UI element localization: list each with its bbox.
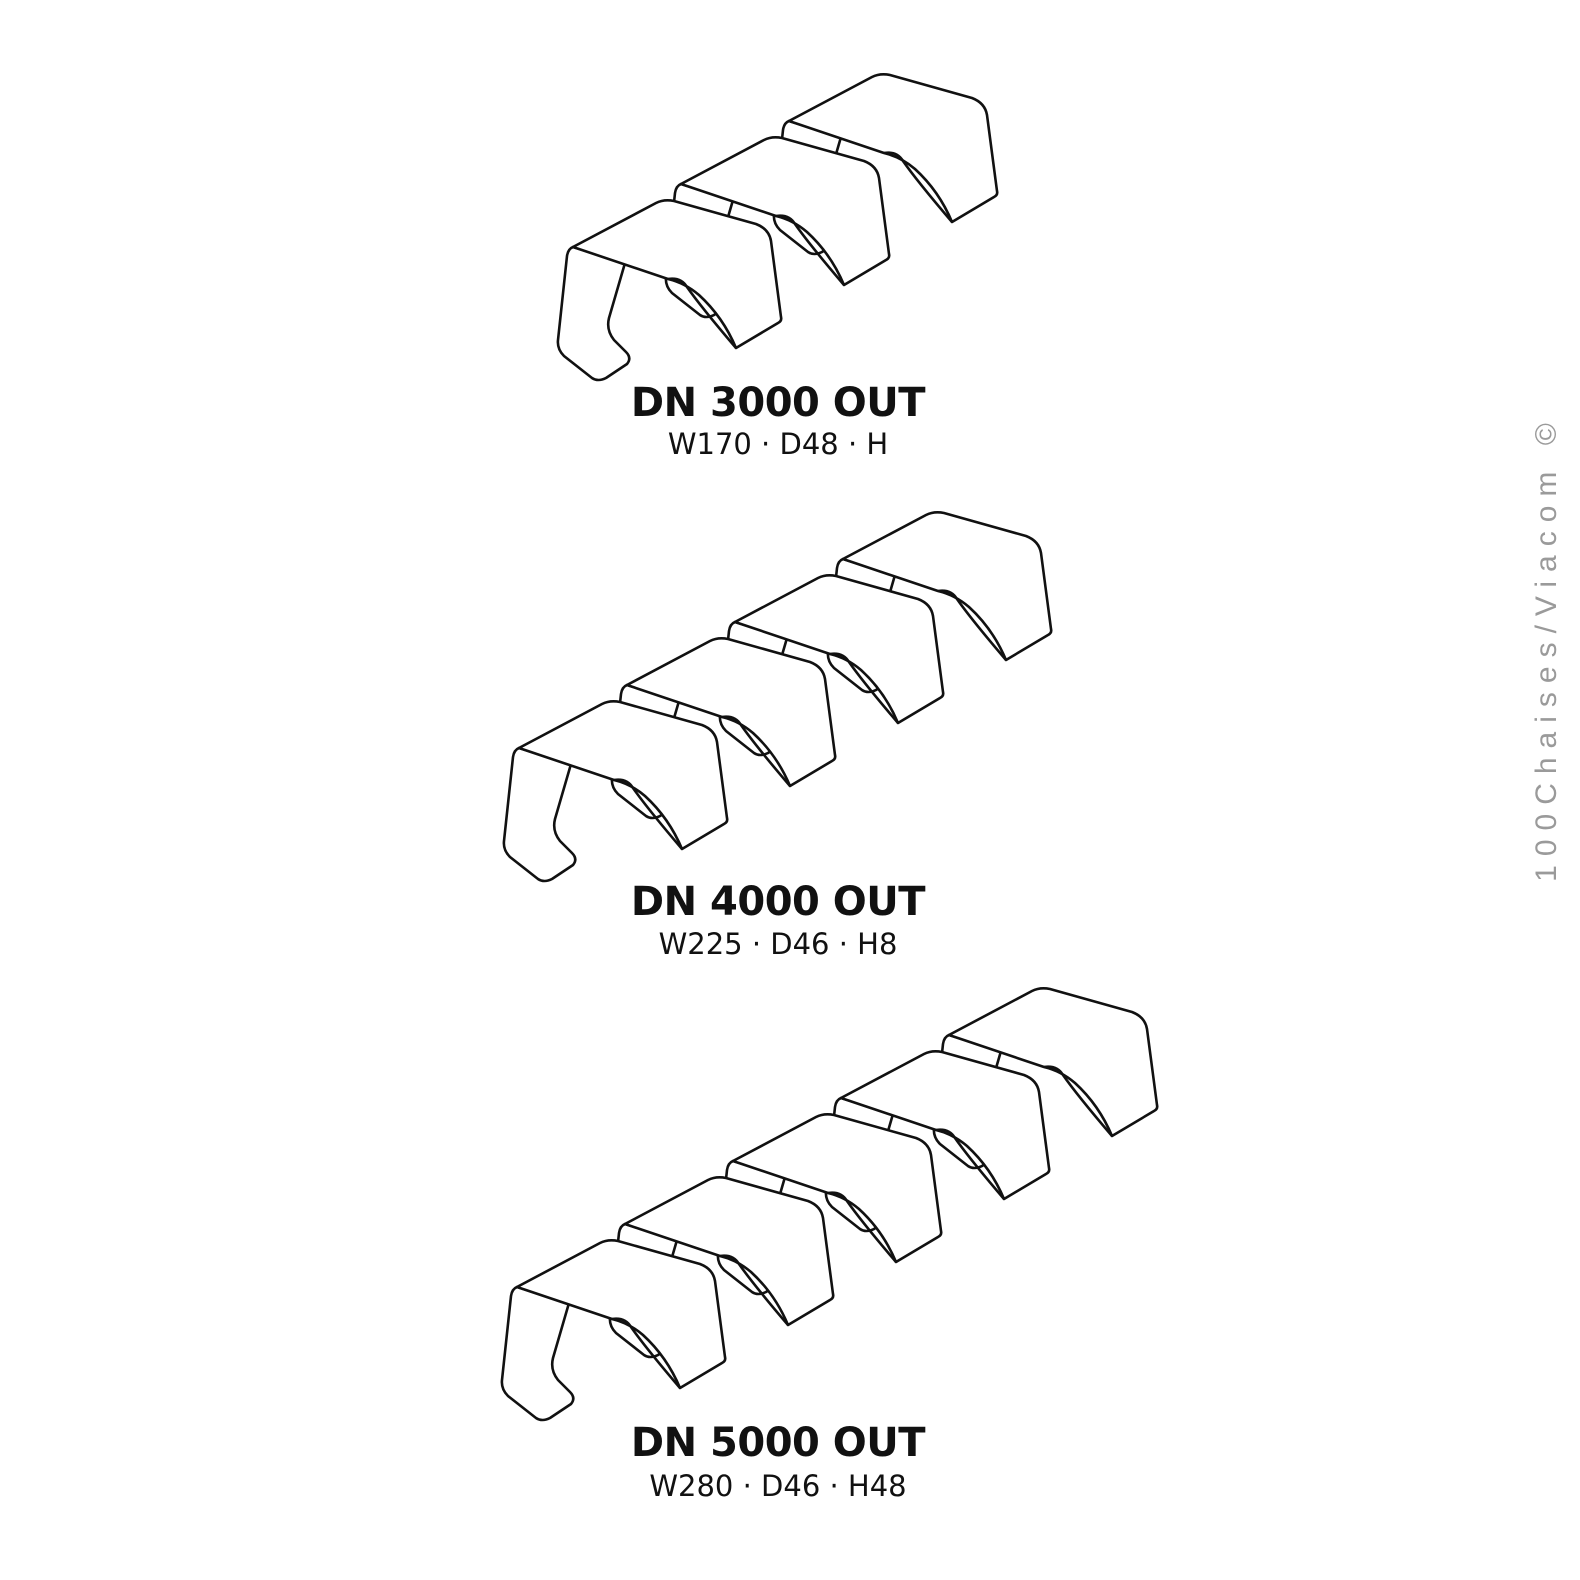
copyright-watermark: 100Chaises/Viacom © [1530, 414, 1563, 882]
bench-seat-module [500, 1239, 727, 1422]
seat-top-and-right-leg [787, 73, 999, 224]
bench-seat-module [502, 700, 729, 883]
product-title-dn3000: DN 3000 OUT [630, 380, 926, 426]
seat-top-and-right-leg [839, 1050, 1051, 1201]
seat-leg-inner-edge [829, 652, 899, 724]
seat-top-and-right-leg [623, 1176, 835, 1327]
seat-leg-inner-edge [935, 1128, 1005, 1200]
seat-left-leg [556, 245, 631, 382]
seat-leg-inner-edge [827, 1191, 897, 1263]
product-dimensions-dn5000: W280 · D46 · H48 [649, 1469, 907, 1503]
seat-leg-inner-edge [719, 1254, 789, 1326]
product-dimensions-dn4000: W225 · D46 · H8 [658, 927, 898, 961]
seat-top-and-right-leg [517, 700, 729, 851]
product-title-dn4000: DN 4000 OUT [630, 879, 926, 925]
product-dimensions-dn3000: W170 · D48 · H [667, 427, 889, 461]
seat-leg-inner-edge [667, 277, 737, 349]
seat-leg-inner-edge [721, 715, 791, 787]
seat-leg-inner-edge [883, 151, 953, 223]
seat-leg-inner-edge [611, 1317, 681, 1389]
seat-left-leg [502, 746, 577, 883]
seat-top-and-right-leg [841, 511, 1053, 662]
seat-leg-inner-edge [613, 778, 683, 850]
bench-drawing-3 [500, 987, 1159, 1422]
bench-drawing-1 [556, 73, 999, 382]
seat-leg-inner-edge [775, 214, 845, 286]
seat-top-and-right-leg [947, 987, 1159, 1138]
seat-leg-inner-edge [1043, 1065, 1113, 1137]
seat-top-and-right-leg [679, 136, 891, 287]
seat-top-and-right-leg [733, 574, 945, 725]
seat-top-and-right-leg [571, 199, 783, 350]
bench-drawing-2 [502, 511, 1053, 883]
bench-seat-module [556, 199, 783, 382]
seat-top-and-right-leg [625, 637, 837, 788]
seat-left-leg [500, 1285, 575, 1422]
seat-leg-inner-edge [937, 589, 1007, 661]
seat-top-and-right-leg [515, 1239, 727, 1390]
product-title-dn5000: DN 5000 OUT [630, 1420, 926, 1466]
seat-top-and-right-leg [731, 1113, 943, 1264]
